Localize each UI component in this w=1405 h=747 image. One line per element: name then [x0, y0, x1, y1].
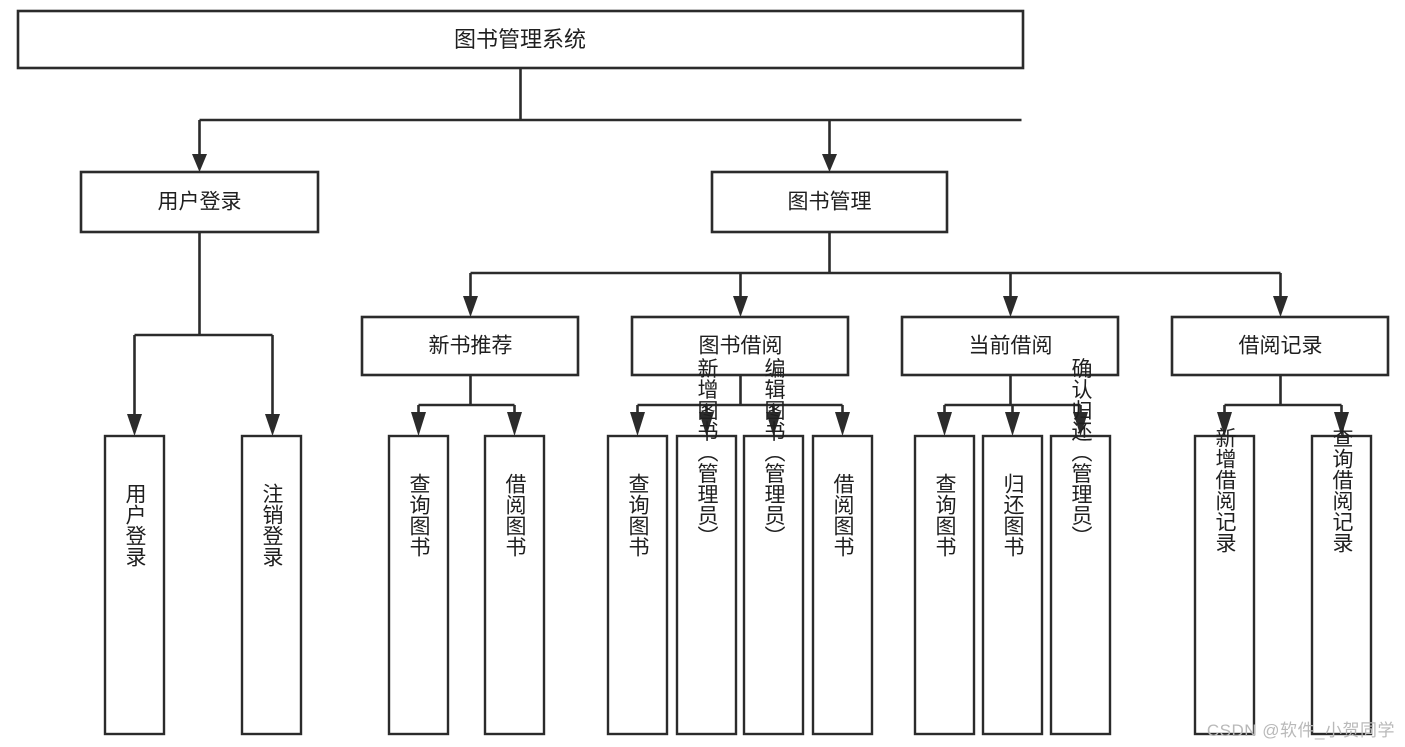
leaf-new-book-query[interactable]: 查询图书 — [387, 434, 450, 736]
node-book-manage-box[interactable] — [710, 170, 949, 234]
leaf-borrow-record-add[interactable]: 新增借阅记录 — [1193, 427, 1256, 736]
arrowhead-bb-leaf-2 — [699, 412, 714, 436]
leaf-current-borrow-query-box[interactable] — [913, 434, 976, 736]
leaf-current-borrow-query-label: 查询图书 — [933, 473, 957, 557]
leaf-new-book-borrow-label: 借阅图书 — [503, 473, 527, 557]
arrowhead-borrow-record — [1273, 296, 1288, 317]
node-book-manage-label: 图书管理 — [788, 191, 872, 214]
leaf-current-borrow-confirm-box[interactable] — [1049, 434, 1112, 736]
node-book-manage[interactable]: 图书管理 — [710, 170, 949, 234]
leaf-book-borrow-query[interactable]: 查询图书 — [606, 434, 669, 736]
leaf-borrow-record-add-label: 新增借阅记录 — [1213, 427, 1237, 553]
leaf-borrow-record-query-label: 查询借阅记录 — [1330, 427, 1354, 553]
leaf-user-login-login-label: 用户登录 — [123, 483, 147, 567]
leaf-book-borrow-add-box[interactable] — [675, 434, 738, 736]
arrowhead-cb-leaf-3 — [1073, 412, 1088, 436]
node-borrow-record-box[interactable] — [1170, 315, 1390, 377]
node-book-borrow[interactable]: 图书借阅 — [630, 315, 850, 377]
arrowhead-book-borrow — [733, 296, 748, 317]
leaf-new-book-borrow[interactable]: 借阅图书 — [483, 434, 546, 736]
node-root-label: 图书管理系统 — [454, 27, 586, 52]
leaf-book-borrow-edit-label: 编辑图书（管理员） — [762, 358, 786, 547]
arrowhead-leaf-logout-login — [265, 414, 280, 436]
arrowhead-br-leaf-2 — [1334, 412, 1349, 436]
node-current-borrow-box[interactable] — [900, 315, 1120, 377]
leaf-borrow-record-add-box[interactable] — [1193, 434, 1256, 736]
leaf-borrow-record-query[interactable]: 查询借阅记录 — [1310, 427, 1373, 736]
leaf-book-borrow-edit[interactable]: 编辑图书（管理员） — [742, 358, 805, 736]
arrowhead-bb-leaf-3 — [766, 412, 781, 436]
arrowhead-leaf-user-login — [127, 414, 142, 436]
connector-layer — [127, 68, 1349, 436]
leaf-user-login-logout-label: 注销登录 — [260, 483, 284, 567]
node-current-borrow[interactable]: 当前借阅 — [900, 315, 1120, 377]
leaf-user-login-logout[interactable]: 注销登录 — [240, 434, 303, 736]
arrowhead-bb-leaf-1 — [630, 412, 645, 436]
leaf-new-book-query-label: 查询图书 — [407, 473, 431, 557]
leaf-book-borrow-borrow-box[interactable] — [811, 434, 874, 736]
leaf-book-borrow-borrow-label: 借阅图书 — [831, 473, 855, 557]
node-user-login-label: 用户登录 — [158, 191, 242, 214]
arrowhead-cb-leaf-1 — [937, 412, 952, 436]
leaf-book-borrow-edit-box[interactable] — [742, 434, 805, 736]
leaf-current-borrow-return[interactable]: 归还图书 — [981, 434, 1044, 736]
node-user-login[interactable]: 用户登录 — [79, 170, 320, 234]
leaf-current-borrow-confirm[interactable]: 确认归还（管理员） — [1049, 358, 1112, 736]
leaf-current-borrow-return-label: 归还图书 — [1001, 473, 1025, 557]
node-root[interactable]: 图书管理系统 — [16, 9, 1025, 70]
arrowhead-cb-leaf-2 — [1005, 412, 1020, 436]
leaf-book-borrow-add-label: 新增图书（管理员） — [695, 358, 719, 547]
arrowhead-book-manage — [822, 154, 837, 172]
arrowhead-bb-leaf-4 — [835, 412, 850, 436]
node-new-book-recommend-label: 新书推荐 — [429, 335, 513, 358]
leaf-new-book-query-box[interactable] — [387, 434, 450, 736]
node-new-book-recommend-box[interactable] — [360, 315, 580, 377]
arrowhead-br-leaf-1 — [1217, 412, 1232, 436]
leaf-book-borrow-borrow[interactable]: 借阅图书 — [811, 434, 874, 736]
leaf-borrow-record-query-box[interactable] — [1310, 434, 1373, 736]
leaf-current-borrow-return-box[interactable] — [981, 434, 1044, 736]
node-borrow-record-label: 借阅记录 — [1239, 335, 1323, 358]
arrowhead-new-book — [463, 296, 478, 317]
leaf-user-login-login[interactable]: 用户登录 — [103, 434, 166, 736]
node-root-box[interactable] — [16, 9, 1025, 70]
arrowhead-user-login — [192, 154, 207, 172]
arrowhead-nb-leaf-2 — [507, 412, 522, 436]
leaf-current-borrow-confirm-label: 确认归还（管理员） — [1069, 358, 1093, 547]
node-book-borrow-box[interactable] — [630, 315, 850, 377]
leaf-current-borrow-query[interactable]: 查询图书 — [913, 434, 976, 736]
leaf-book-borrow-query-box[interactable] — [606, 434, 669, 736]
node-current-borrow-label: 当前借阅 — [969, 335, 1053, 358]
arrowhead-nb-leaf-1 — [411, 412, 426, 436]
leaf-user-login-logout-box[interactable] — [240, 434, 303, 736]
node-book-borrow-label: 图书借阅 — [699, 335, 783, 358]
arrowhead-current-borrow — [1003, 296, 1018, 317]
leaf-user-login-login-box[interactable] — [103, 434, 166, 736]
node-new-book-recommend[interactable]: 新书推荐 — [360, 315, 580, 377]
csdn-watermark: CSDN @软件_小贺同学 — [1206, 721, 1395, 740]
node-borrow-record[interactable]: 借阅记录 — [1170, 315, 1390, 377]
leaf-book-borrow-add[interactable]: 新增图书（管理员） — [675, 358, 738, 736]
leaf-book-borrow-query-label: 查询图书 — [626, 473, 650, 557]
leaf-new-book-borrow-box[interactable] — [483, 434, 546, 736]
node-user-login-box[interactable] — [79, 170, 320, 234]
